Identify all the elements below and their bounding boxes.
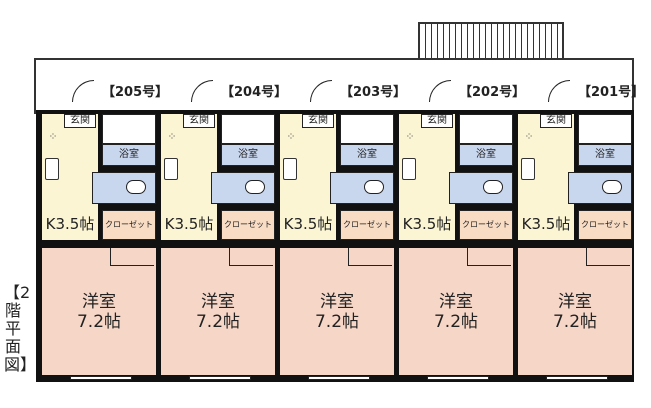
toilet-room — [449, 172, 513, 204]
stove-icon: ⁘ — [524, 130, 534, 143]
kitchen-label: K3.5帖 — [518, 208, 574, 240]
bathtub — [221, 114, 275, 144]
bathtub — [102, 114, 156, 144]
room-label: 洋室 — [558, 292, 592, 312]
sink-icon — [402, 158, 416, 180]
room-size: 7.2帖 — [314, 312, 360, 332]
closet-label: クローゼット — [340, 210, 394, 240]
unit-number: 【204号】 — [221, 85, 288, 100]
bathroom-label: 浴室 — [340, 144, 394, 166]
toilet-icon — [602, 180, 622, 194]
entrance-label: 玄関 — [540, 114, 572, 128]
room-size: 7.2帖 — [195, 312, 241, 332]
floor-label: 【2階平面図】 — [4, 283, 37, 374]
toilet-icon — [245, 180, 265, 194]
room-label: 洋室 — [82, 292, 116, 312]
entrance-label: 玄関 — [183, 114, 215, 128]
bathtub — [578, 114, 632, 144]
closet-label: クローゼット — [578, 210, 632, 240]
room-label: 洋室 — [320, 292, 354, 312]
sink-icon — [521, 158, 535, 180]
closet-label: クローゼット — [221, 210, 275, 240]
bathroom-label: 浴室 — [578, 144, 632, 166]
stove-icon: ⁘ — [405, 130, 415, 143]
toilet-icon — [364, 180, 384, 194]
stove-icon: ⁘ — [48, 130, 58, 143]
closet-doors — [110, 248, 154, 266]
room-size: 7.2帖 — [552, 312, 598, 332]
toilet-room — [92, 172, 156, 204]
room-size: 7.2帖 — [76, 312, 122, 332]
kitchen-label: K3.5帖 — [42, 208, 98, 240]
room-label: 洋室 — [439, 292, 473, 312]
closet-doors — [586, 248, 630, 266]
sink-icon — [283, 158, 297, 180]
toilet-room — [330, 172, 394, 204]
entrance-label: 玄関 — [421, 114, 453, 128]
kitchen-label: K3.5帖 — [280, 208, 336, 240]
bathtub — [340, 114, 394, 144]
bathroom-label: 浴室 — [221, 144, 275, 166]
entrance-label: 玄関 — [302, 114, 334, 128]
kitchen-label: K3.5帖 — [161, 208, 217, 240]
toilet-icon — [126, 180, 146, 194]
unit-number: 【205号】 — [102, 85, 169, 100]
toilet-icon — [483, 180, 503, 194]
stove-icon: ⁘ — [167, 130, 177, 143]
room-label: 洋室 — [201, 292, 235, 312]
closet-doors — [467, 248, 511, 266]
kitchen-label: K3.5帖 — [399, 208, 455, 240]
window — [308, 376, 370, 380]
window — [189, 376, 251, 380]
closet-label: クローゼット — [459, 210, 513, 240]
window — [427, 376, 489, 380]
window — [70, 376, 132, 380]
closet-doors — [229, 248, 273, 266]
bathtub — [459, 114, 513, 144]
closet-label: クローゼット — [102, 210, 156, 240]
window — [546, 376, 608, 380]
closet-doors — [348, 248, 392, 266]
toilet-room — [568, 172, 632, 204]
toilet-room — [211, 172, 275, 204]
unit-number: 【201号】 — [578, 85, 645, 100]
unit-number: 【202号】 — [459, 85, 526, 100]
stove-icon: ⁘ — [286, 130, 296, 143]
entrance-label: 玄関 — [64, 114, 96, 128]
sink-icon — [164, 158, 178, 180]
bathroom-label: 浴室 — [102, 144, 156, 166]
unit-number: 【203号】 — [340, 85, 407, 100]
sink-icon — [45, 158, 59, 180]
staircase — [418, 22, 564, 60]
room-size: 7.2帖 — [433, 312, 479, 332]
bathroom-label: 浴室 — [459, 144, 513, 166]
